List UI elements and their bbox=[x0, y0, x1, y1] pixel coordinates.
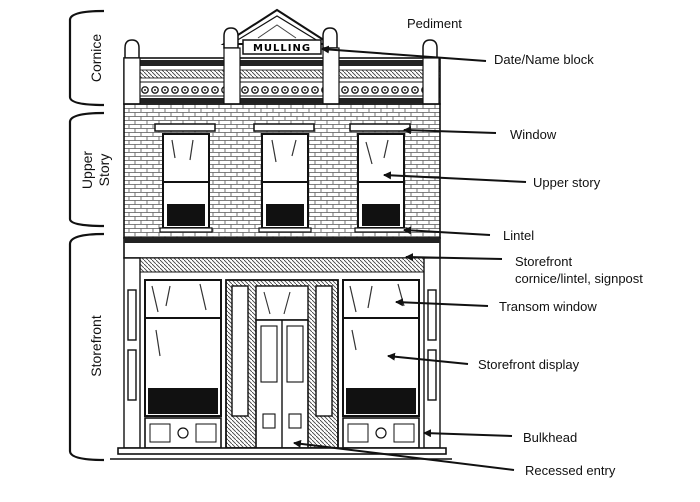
upper-windows bbox=[154, 123, 411, 233]
storefront-brace bbox=[68, 232, 105, 462]
upper-story-brace bbox=[68, 111, 105, 228]
upper-window bbox=[154, 123, 216, 233]
upper-window bbox=[349, 123, 411, 233]
label-bulkhead: Bulkhead bbox=[523, 430, 578, 445]
base-step bbox=[117, 447, 447, 455]
label-recessed-entry: Recessed entry bbox=[525, 463, 616, 478]
label-storefront-cornice: Storefront cornice/lintel, signpost bbox=[515, 254, 643, 286]
arrow-lintel bbox=[403, 226, 491, 236]
recessed-entry bbox=[225, 279, 339, 449]
name-block-sign: MULLING bbox=[253, 43, 311, 54]
arrow-transom-window bbox=[395, 298, 489, 307]
finials bbox=[124, 27, 438, 61]
arrow-recessed-entry bbox=[293, 439, 515, 471]
arrow-date-name-block bbox=[321, 45, 487, 62]
display-window-left bbox=[144, 279, 222, 417]
section-label-upper-story: Upper Story bbox=[79, 150, 112, 190]
arrow-storefront-cornice bbox=[405, 253, 503, 262]
arrow-storefront-display bbox=[387, 352, 469, 365]
dentil-band bbox=[123, 81, 441, 97]
building: MULLING bbox=[110, 8, 452, 460]
name-block bbox=[242, 39, 322, 55]
storefront-piers bbox=[123, 257, 441, 449]
label-window: Window bbox=[510, 127, 557, 142]
label-date-name-block: Date/Name block bbox=[494, 52, 594, 67]
section-label-storefront: Storefront bbox=[88, 315, 104, 377]
label-upper-story: Upper story bbox=[533, 175, 601, 190]
cornice-brace bbox=[68, 9, 105, 107]
display-window-right bbox=[342, 279, 420, 417]
arrow-bulkhead bbox=[423, 429, 513, 438]
label-lintel: Lintel bbox=[503, 228, 535, 243]
upper-window bbox=[253, 123, 315, 233]
arrow-window bbox=[403, 126, 497, 135]
section-braces bbox=[68, 9, 105, 462]
section-label-cornice: Cornice bbox=[88, 33, 104, 83]
leader-arrows bbox=[293, 45, 527, 471]
label-transom-window: Transom window bbox=[499, 299, 597, 314]
label-storefront-display: Storefront display bbox=[478, 357, 580, 372]
arrow-upper-story bbox=[383, 171, 527, 183]
label-pediment: Pediment bbox=[407, 16, 462, 31]
